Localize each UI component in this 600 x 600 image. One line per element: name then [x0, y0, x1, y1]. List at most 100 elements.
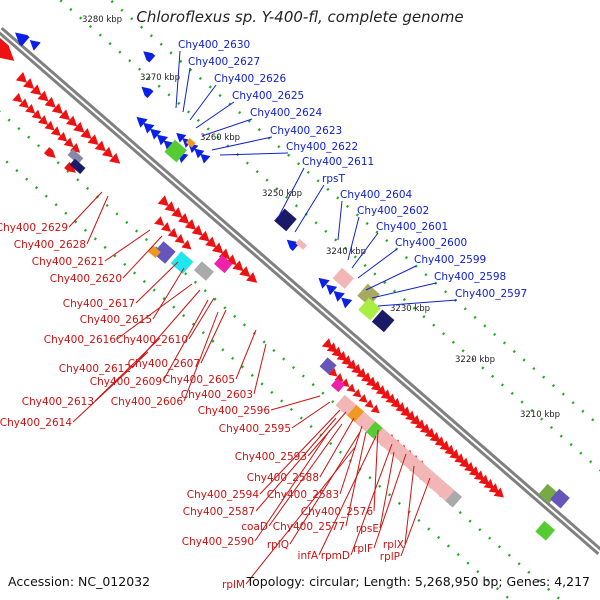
- gene-label-reverse: rpsT: [322, 173, 345, 185]
- rna-feature-shape: [376, 430, 395, 449]
- rna-feature-shape: [357, 283, 380, 307]
- blue-leader-line: [189, 84, 217, 121]
- rna-feature-shape: [410, 459, 428, 478]
- forward-gene-arrow: [370, 380, 382, 391]
- reverse-gene-arrow-shape: [194, 148, 205, 159]
- reverse-gene-arrow: [156, 134, 168, 146]
- rna-feature: [347, 404, 364, 423]
- forward-gene-arrow: [346, 359, 357, 370]
- rna-feature-shape: [164, 139, 187, 163]
- rna-feature: [418, 467, 436, 485]
- red-leader-line: [319, 417, 355, 478]
- forward-gene-arrow-shape: [44, 120, 55, 131]
- rna-feature-shape: [147, 245, 161, 259]
- forward-gene-arrow: [205, 236, 217, 248]
- rna-feature-shape: [358, 297, 381, 321]
- rna-feature: [535, 520, 556, 541]
- forward-gene-arrow-shape: [352, 388, 362, 398]
- gene-label-forward: rplF: [353, 543, 373, 555]
- gene-label-reverse: Chy400_2601: [376, 221, 448, 233]
- forward-gene-arrow: [358, 394, 368, 403]
- rna-feature-shape: [319, 357, 337, 375]
- forward-gene-arrow-shape: [164, 201, 176, 213]
- forward-gene-arrow-shape: [459, 457, 470, 468]
- gene-label-forward: Chy400_2616: [44, 334, 117, 346]
- forward-gene-arrow: [424, 427, 436, 438]
- gene-label-forward: Chy400_2595: [219, 423, 291, 435]
- rna-feature-shape: [153, 241, 176, 264]
- forward-gene-arrow-shape: [395, 402, 406, 413]
- gene-label-reverse: Chy400_2625: [232, 90, 304, 102]
- forward-gene-arrow: [385, 393, 396, 404]
- genome-axis-line-1: [0, 26, 600, 551]
- gene-label-forward: Chy400_2612: [59, 363, 131, 375]
- gene-label-forward: Chy400_2583: [267, 489, 339, 501]
- blue-leader-line: [347, 216, 360, 261]
- kbp-tick-label: 3230 kbp: [390, 304, 430, 314]
- forward-gene-arrow: [449, 449, 460, 460]
- forward-gene-arrow: [12, 92, 23, 103]
- forward-gene-arrow: [157, 195, 169, 207]
- forward-gene-arrow: [370, 404, 380, 414]
- forward-gene-arrow-shape: [205, 236, 217, 248]
- red-leader-line: [318, 435, 377, 556]
- forward-gene-arrow-shape: [181, 239, 192, 250]
- gene-label-reverse: Chy400_2624: [250, 107, 323, 119]
- rna-feature-shape: [69, 158, 86, 174]
- rna-feature: [330, 377, 346, 393]
- red-leader-line: [183, 311, 219, 402]
- gene-label-reverse: Chy400_2602: [357, 205, 429, 217]
- red-leader-line: [254, 429, 331, 542]
- forward-gene-arrow-shape: [58, 109, 71, 121]
- forward-gene-arrow-shape: [23, 78, 35, 89]
- reverse-gene-arrow: [143, 51, 156, 63]
- gene-label-forward: rplP: [380, 551, 400, 563]
- forward-gene-arrow-shape: [439, 440, 450, 451]
- rna-feature: [319, 357, 337, 375]
- rna-feature: [371, 309, 395, 333]
- forward-gene-arrow: [51, 103, 63, 114]
- reverse-gene-arrow-shape: [326, 284, 338, 296]
- rna-feature: [214, 254, 233, 274]
- forward-gene-arrow: [478, 474, 490, 485]
- reverse-gene-arrow-shape: [318, 277, 330, 289]
- forward-gene-arrow-shape: [154, 216, 165, 226]
- forward-gene-arrow: [212, 242, 224, 254]
- red-leader-line: [270, 395, 321, 411]
- forward-gene-arrow-shape: [375, 385, 387, 396]
- forward-gene-arrow: [390, 397, 401, 408]
- reverse-gene-arrow: [286, 239, 299, 251]
- kbp-tick-label: 3240 kbp: [326, 247, 366, 257]
- forward-gene-arrow: [380, 389, 392, 400]
- map-title: Chloroflexus sp. Y-400-fl, complete geno…: [136, 8, 464, 26]
- gene-label-forward: Chy400_2617: [63, 298, 135, 310]
- rna-feature-shape: [347, 404, 364, 423]
- forward-gene-arrow-shape: [174, 233, 185, 244]
- gene-label-reverse: Chy400_2598: [434, 271, 506, 283]
- forward-gene-arrow: [80, 128, 92, 139]
- kbp-tick-label: 3280 kbp: [82, 15, 122, 25]
- kbp-tick-label: 3250 kbp: [262, 189, 302, 199]
- gene-label-forward: Chy400_2590: [182, 536, 254, 548]
- rna-feature: [358, 297, 381, 321]
- rna-feature-shape: [366, 421, 383, 439]
- forward-gene-arrow: [63, 137, 74, 148]
- blue-leader-line: [351, 232, 379, 269]
- reverse-gene-arrow: [143, 122, 155, 134]
- red-leader-line: [404, 465, 415, 545]
- rna-feature-shape: [426, 474, 445, 493]
- forward-gene-arrow: [405, 410, 416, 421]
- rna-feature-shape: [360, 416, 378, 435]
- forward-gene-arrow: [464, 461, 475, 472]
- forward-gene-arrow: [184, 219, 197, 230]
- rna-feature: [335, 394, 353, 413]
- red-leader-line: [255, 417, 337, 512]
- forward-gene-arrow: [15, 71, 28, 83]
- forward-gene-arrow-shape: [493, 487, 504, 498]
- gene-label-reverse: Chy400_2626: [214, 73, 287, 85]
- forward-gene-arrow: [37, 90, 49, 102]
- gene-label-forward: rpmD: [321, 550, 350, 562]
- forward-gene-arrow-shape: [385, 393, 396, 404]
- forward-gene-arrow-shape: [346, 359, 357, 370]
- gene-label-reverse: Chy400_2599: [414, 254, 486, 266]
